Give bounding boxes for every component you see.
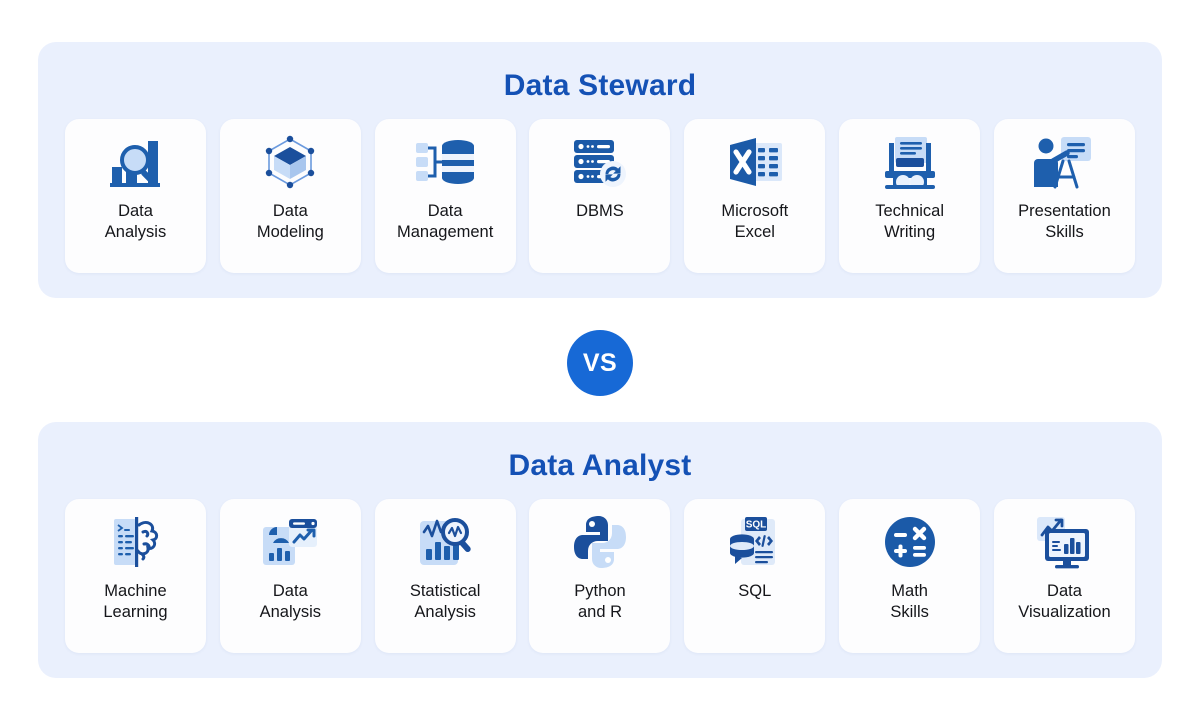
skill-label: Data Modeling	[256, 202, 324, 241]
skill-card-statistical-analysis[interactable]: Statistical Analysis	[374, 499, 516, 653]
math-operators-icon	[880, 503, 940, 581]
monitor-chart-icon	[1033, 503, 1095, 581]
skill-card-math-skills[interactable]: Math Skills	[839, 499, 981, 653]
statistics-magnifier-icon	[415, 503, 475, 581]
skill-label: Python and R	[574, 582, 626, 621]
data-analyst-skill-list: Machine Learning	[38, 499, 1162, 653]
printing-press-icon	[879, 123, 941, 201]
skill-card-data-analysis[interactable]: Data Analysis	[65, 119, 206, 273]
data-steward-panel: Data Steward Data Analysis	[38, 42, 1162, 298]
data-steward-skill-list: Data Analysis	[38, 119, 1162, 273]
excel-spreadsheet-icon	[724, 123, 786, 201]
skill-card-data-analysis-analyst[interactable]: Data Analysis	[219, 499, 361, 653]
skill-card-python-and-r[interactable]: Python and R	[529, 499, 671, 653]
skill-label: Data Visualization	[1018, 582, 1111, 621]
skill-card-presentation-skills[interactable]: Presentation Skills	[993, 119, 1135, 273]
skill-label: Math Skills	[890, 582, 929, 621]
presenter-easel-icon	[1033, 123, 1095, 201]
skill-card-microsoft-excel[interactable]: Microsoft Excel	[684, 119, 826, 273]
database-hierarchy-icon	[414, 123, 476, 201]
skill-card-dbms[interactable]: DBMS	[529, 119, 671, 273]
skill-label: Machine Learning	[103, 582, 168, 621]
versus-label: VS	[582, 348, 618, 377]
page-title-data-steward: Data Steward	[503, 69, 697, 102]
skill-label: Data Analysis	[259, 582, 322, 621]
skill-card-technical-writing[interactable]: Technical Writing	[839, 119, 981, 273]
code-brain-icon	[106, 503, 166, 581]
skill-label: Statistical Analysis	[409, 582, 481, 621]
skill-card-data-modeling[interactable]: Data Modeling	[219, 119, 361, 273]
skill-card-machine-learning[interactable]: Machine Learning	[65, 499, 206, 653]
python-logo-icon	[571, 503, 629, 581]
skill-card-data-management[interactable]: Data Management	[374, 119, 516, 273]
dashboard-chart-icon	[259, 503, 321, 581]
page-title-data-analyst: Data Analyst	[508, 449, 692, 482]
data-analyst-panel: Data Analyst	[38, 422, 1162, 678]
cube-network-icon	[260, 123, 320, 201]
skill-label: Microsoft Excel	[721, 202, 789, 241]
bar-chart-magnifier-icon	[106, 123, 166, 201]
versus-badge: VS	[567, 330, 633, 396]
skill-label: Data Analysis	[104, 202, 167, 241]
skill-label: SQL	[738, 582, 772, 600]
skill-label: Presentation Skills	[1018, 202, 1111, 241]
server-sync-icon	[570, 123, 630, 201]
skill-label: Technical Writing	[875, 202, 945, 241]
svg-text:SQL: SQL	[746, 520, 767, 531]
skill-label: DBMS	[576, 202, 624, 220]
skill-label: Data Management	[397, 202, 494, 241]
skill-card-data-visualization[interactable]: Data Visualization	[993, 499, 1135, 653]
skill-card-sql[interactable]: SQL	[684, 499, 826, 653]
sql-document-icon: SQL	[725, 503, 785, 581]
